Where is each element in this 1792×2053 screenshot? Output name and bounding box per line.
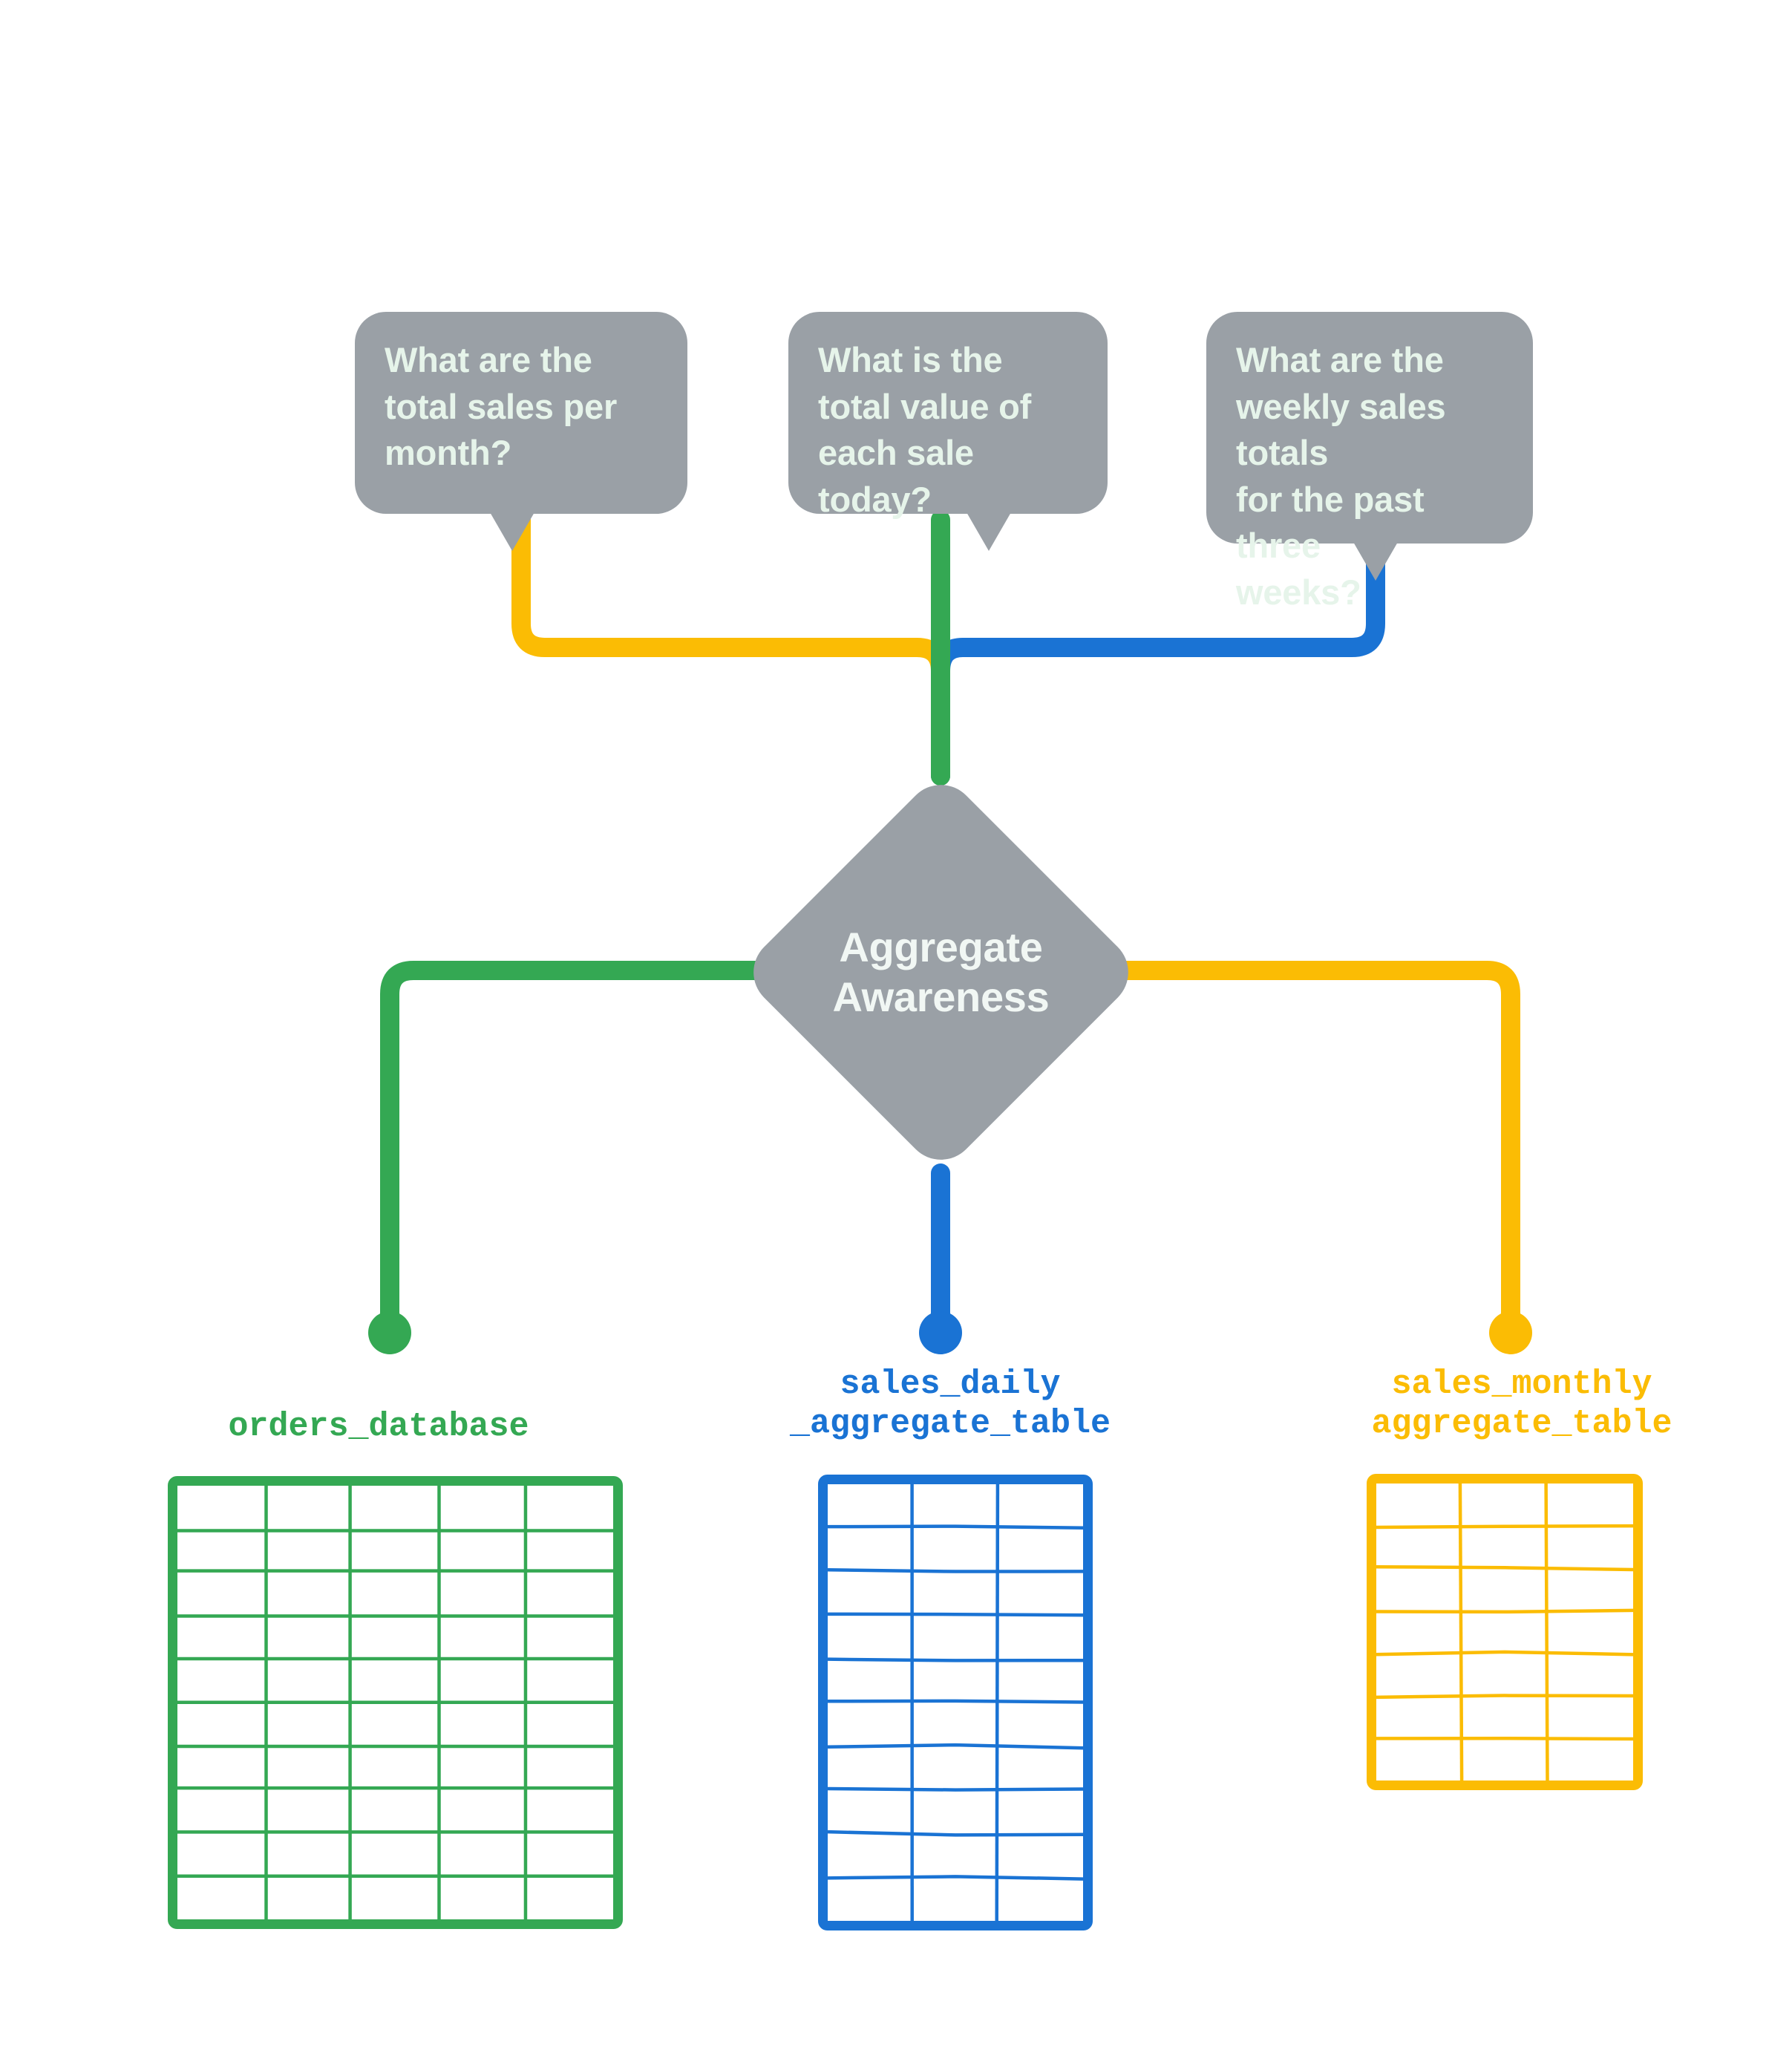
question-bubble-daily[interactable]: What is the total value of each sale tod… — [788, 312, 1108, 551]
table-caption-sales-monthly: sales_monthly aggregate_table — [1371, 1365, 1672, 1443]
question-bubble-weekly[interactable]: What are the weekly sales totals for the… — [1206, 312, 1533, 612]
table-column-divider — [1458, 1483, 1464, 1781]
table-row-divider — [1376, 1524, 1634, 1530]
aggregate-awareness-label: Aggregate Awareness — [832, 924, 1050, 1020]
table-grid-sales-monthly[interactable] — [1367, 1474, 1643, 1790]
table-caption-orders-database: orders_database — [228, 1408, 529, 1446]
connector-orders-database — [380, 961, 767, 1340]
table-row-divider — [1376, 1737, 1634, 1741]
table-grid-sales-daily[interactable] — [818, 1475, 1093, 1930]
bubble-tail-icon — [1353, 542, 1398, 581]
table-row-divider — [827, 1830, 1084, 1837]
endpoint-dot-daily — [919, 1311, 962, 1354]
table-row-divider — [827, 1612, 1084, 1617]
table-row-divider — [1376, 1694, 1634, 1700]
table-outer-border — [818, 1475, 1093, 1930]
table-row-divider — [827, 1786, 1084, 1792]
question-bubble-weekly-text: What are the weekly sales totals for the… — [1236, 340, 1446, 612]
question-bubble-daily-text: What is the total value of each sale tod… — [818, 340, 1032, 519]
bubble-tail-icon — [490, 512, 534, 551]
table-row-divider — [827, 1875, 1084, 1881]
table-outer-border — [1367, 1474, 1643, 1790]
table-row-divider — [1376, 1564, 1634, 1572]
table-row-divider — [827, 1657, 1084, 1662]
aggregate-awareness-node[interactable]: Aggregate Awareness — [739, 770, 1143, 1175]
question-bubble-monthly-text: What are the total sales per month? — [385, 340, 618, 472]
table-row-divider — [827, 1699, 1084, 1704]
table-row-divider — [827, 1743, 1084, 1750]
question-bubble-monthly[interactable]: What are the total sales per month? — [355, 312, 687, 551]
connector-question-monthly — [511, 510, 950, 786]
table-row-divider — [827, 1567, 1084, 1573]
table-row-divider — [827, 1524, 1084, 1530]
table-caption-sales-daily: sales_daily _aggregate_table — [789, 1365, 1111, 1443]
endpoint-dot-monthly — [1489, 1311, 1532, 1354]
table-column-divider — [1544, 1483, 1549, 1781]
bubble-tail-icon — [967, 512, 1011, 551]
table-row-divider — [1376, 1608, 1634, 1614]
connector-sales-monthly — [1116, 961, 1520, 1340]
table-grid-orders-database[interactable] — [168, 1476, 623, 1929]
table-outer-border — [168, 1476, 623, 1929]
endpoint-dot-orders — [368, 1311, 411, 1354]
table-row-divider — [1376, 1650, 1634, 1657]
